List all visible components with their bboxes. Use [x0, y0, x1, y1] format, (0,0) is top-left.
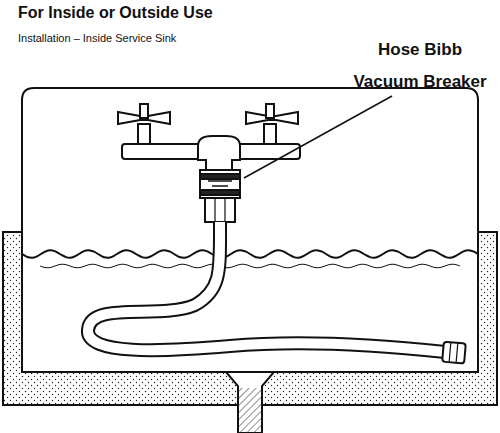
leader-line — [244, 96, 392, 178]
callout-label: Hose Bibb Vacuum Breaker — [352, 34, 488, 98]
sink-back-wall — [22, 88, 478, 232]
vacuum-breaker — [200, 170, 240, 222]
drain — [226, 372, 274, 433]
faucet — [118, 104, 300, 170]
wave-line — [40, 264, 460, 268]
subheading: Installation – Inside Service Sink — [18, 32, 176, 44]
wave-line — [22, 250, 478, 257]
hose — [88, 222, 445, 352]
drain-hatching — [238, 388, 262, 433]
hose-coupling — [442, 342, 466, 364]
water-surface — [22, 250, 478, 267]
hose-outline — [88, 222, 445, 352]
heading: For Inside or Outside Use — [18, 4, 213, 22]
